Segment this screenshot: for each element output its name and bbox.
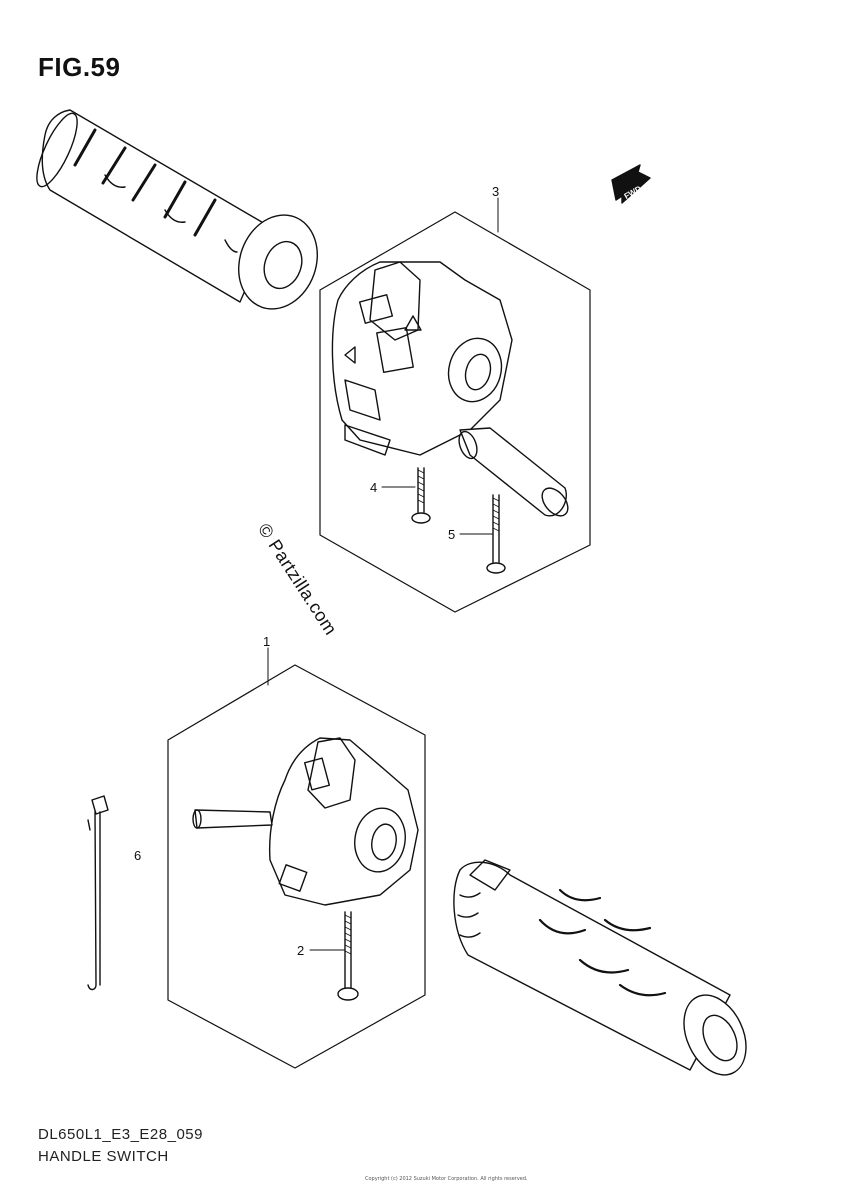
callout-3: 3 xyxy=(492,184,499,199)
callout-leaders xyxy=(267,197,499,951)
callout-2: 2 xyxy=(297,943,304,958)
screw-5 xyxy=(486,494,506,574)
right-grip-lower xyxy=(453,859,747,1076)
forward-direction-icon xyxy=(611,164,651,204)
section-name: HANDLE SWITCH xyxy=(38,1148,169,1165)
model-code: DL650L1_E3_E28_059 xyxy=(38,1126,203,1143)
assembly-1-frame xyxy=(167,664,426,1069)
screw-2 xyxy=(337,911,359,1001)
callout-5: 5 xyxy=(448,527,455,542)
left-switch-housing xyxy=(268,737,419,906)
callout-4: 4 xyxy=(370,480,377,495)
left-grip-upper xyxy=(36,109,319,310)
cable-tie-6 xyxy=(87,795,109,991)
copyright-notice: Copyright (c) 2012 Suzuki Motor Corporat… xyxy=(365,1176,528,1182)
right-switch-housing xyxy=(331,261,513,456)
assembly-3-frame xyxy=(319,211,591,613)
callout-6: 6 xyxy=(134,848,141,863)
screw-4 xyxy=(411,467,431,524)
switch-wire xyxy=(192,809,273,829)
callout-1: 1 xyxy=(263,634,270,649)
figure-title: FIG.59 xyxy=(38,52,121,82)
throttle-tube xyxy=(458,427,569,517)
